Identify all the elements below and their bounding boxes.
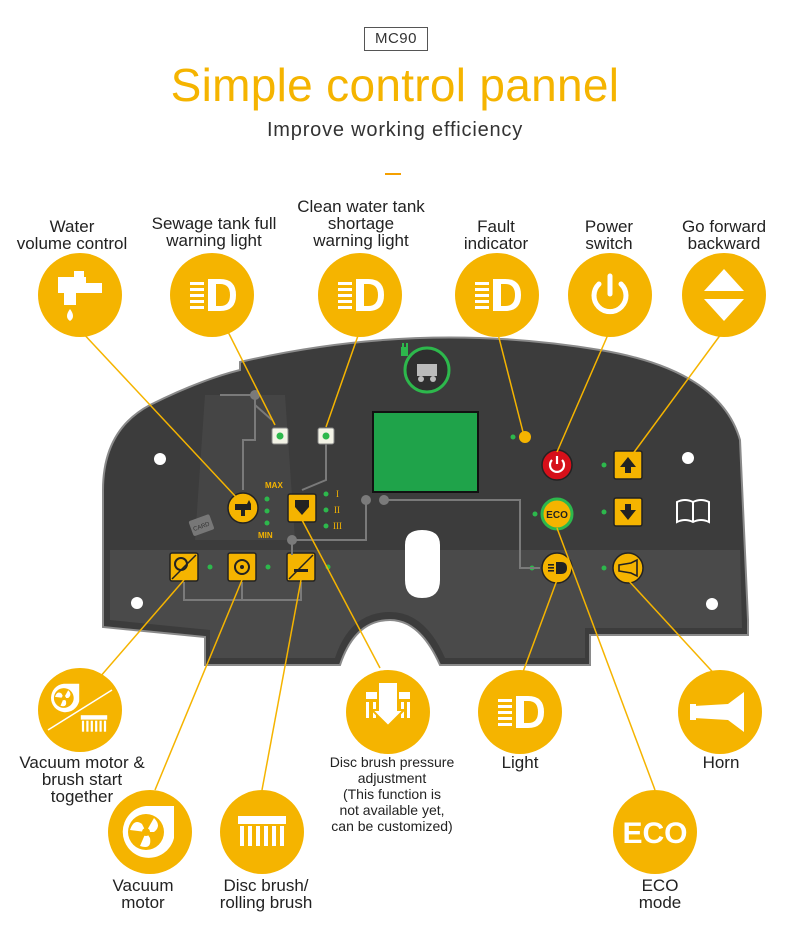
light-button[interactable]: [541, 552, 573, 584]
model-tag: MC90: [364, 27, 428, 51]
panel-lower-band: [110, 550, 742, 658]
water-tap-icon: [38, 253, 122, 337]
panel-wiring: [183, 394, 540, 601]
accent-divider: [385, 173, 401, 175]
pressure-level-2: II: [334, 505, 340, 515]
backward-button[interactable]: [613, 497, 643, 527]
brush-pressure-icon: [346, 670, 430, 754]
up-down-arrows-icon: [682, 253, 766, 337]
horn-button[interactable]: [612, 552, 644, 584]
power-icon: [568, 253, 652, 337]
key-switch[interactable]: [405, 530, 440, 598]
pressure-level-1: I: [336, 489, 339, 499]
pressure-level-3: III: [333, 521, 342, 531]
vacuum-fan-icon: [108, 790, 192, 874]
level-min-label: MIN: [258, 531, 273, 540]
mount-hole: [131, 597, 143, 609]
mount-hole: [706, 598, 718, 610]
display-screen: [372, 411, 479, 493]
label-light: Light: [501, 753, 539, 772]
manual-book-icon: [676, 499, 710, 524]
fault-indicator-lamp: [519, 431, 531, 443]
vacuum-brush-button[interactable]: [169, 552, 199, 582]
page-title: Simple control pannel: [170, 59, 620, 111]
page-subtitle: Improve working efficiency: [266, 119, 524, 141]
level-max-label: MAX: [265, 481, 283, 490]
eco-icon-label: ECO: [622, 817, 687, 850]
eco-button-label: ECO: [546, 510, 568, 521]
horn-icon: [678, 670, 762, 754]
eco-button[interactable]: ECO: [540, 497, 574, 531]
machine-silhouette: [195, 395, 295, 540]
mount-hole: [682, 452, 694, 464]
card-reader-icon: CARD: [188, 514, 214, 536]
headlight-icon: [478, 670, 562, 754]
mount-hole: [154, 453, 166, 465]
brush-icon: [220, 790, 304, 874]
vacuum-button[interactable]: [227, 552, 257, 582]
warning-lamp-icon: [455, 253, 539, 337]
brush-pressure-button[interactable]: [287, 493, 317, 523]
water-volume-button[interactable]: [227, 492, 259, 524]
machine-emblem-icon: [403, 346, 451, 394]
label-disc-brush: Disc brush/rolling brush: [219, 876, 313, 912]
eco-icon: ECO: [613, 790, 697, 874]
vacuum-brush-icon: [38, 668, 122, 752]
charge-plug-icon: [401, 343, 408, 356]
warning-lamp-icon: [318, 253, 402, 337]
power-button[interactable]: [541, 449, 573, 481]
warning-lamp-icon: [170, 253, 254, 337]
card-label: CARD: [193, 521, 212, 533]
forward-button[interactable]: [613, 450, 643, 480]
disc-brush-button[interactable]: [286, 552, 316, 582]
label-horn: Horn: [702, 753, 740, 772]
